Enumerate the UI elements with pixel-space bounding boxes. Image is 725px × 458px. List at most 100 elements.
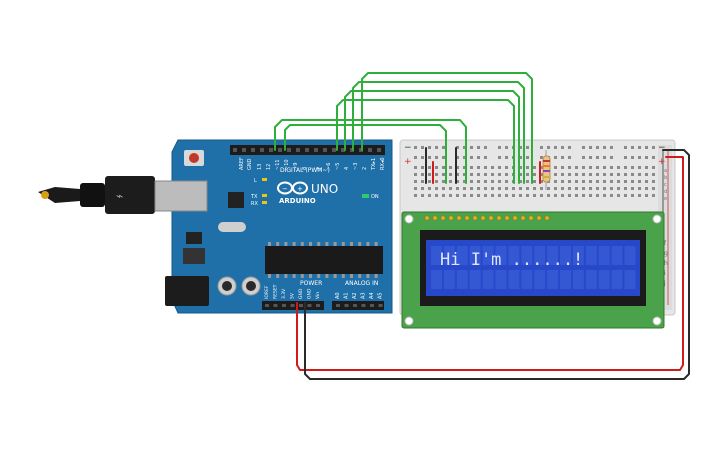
strip-hole	[456, 180, 459, 183]
strip-hole	[533, 180, 536, 183]
rail-hole	[505, 146, 508, 149]
strip-hole	[491, 194, 494, 197]
strip-hole	[575, 173, 578, 176]
strip-hole	[414, 173, 417, 176]
rail-hole	[554, 146, 557, 149]
strip-hole	[652, 166, 655, 169]
wire-red-5v	[296, 156, 684, 371]
resistor[interactable]	[542, 150, 551, 190]
row-letter: h	[664, 260, 668, 267]
digital-pin-label: 2	[362, 167, 368, 170]
lcd-cell	[624, 246, 636, 265]
header-pin	[341, 148, 345, 152]
svg-text:+: +	[297, 185, 303, 193]
strip-hole	[526, 187, 529, 190]
lcd-pin	[488, 215, 494, 221]
wire-green-pin11	[284, 124, 447, 184]
strip-hole	[568, 194, 571, 197]
strip-hole	[638, 187, 641, 190]
strip-hole	[575, 180, 578, 183]
rail-hole	[414, 146, 417, 149]
strip-hole	[617, 173, 620, 176]
chip-leg	[309, 274, 312, 278]
led-tx	[262, 194, 267, 197]
strip-hole	[617, 194, 620, 197]
wire-green-pin4	[344, 90, 520, 184]
strip-hole	[610, 180, 613, 183]
lcd-cell	[521, 246, 533, 265]
row-letter: f	[664, 240, 667, 247]
strip-hole	[631, 194, 634, 197]
strip-hole	[449, 173, 452, 176]
strip-hole	[617, 180, 620, 183]
rail-hole	[526, 146, 529, 149]
strip-hole	[435, 187, 438, 190]
strip-hole	[519, 173, 522, 176]
rail-hole	[603, 156, 606, 159]
strip-hole	[547, 194, 550, 197]
rail-hole	[456, 156, 459, 159]
digital-pin-label: ~9	[293, 163, 299, 170]
strip-hole	[561, 194, 564, 197]
power-jack[interactable]	[165, 276, 209, 306]
chip-leg	[325, 242, 329, 246]
strip-hole	[638, 194, 641, 197]
header-pin	[260, 148, 264, 152]
lcd-module[interactable]: Hi I'm ......!	[401, 211, 665, 329]
analog-pin-label: A4	[369, 292, 375, 299]
lcd-cell	[495, 270, 507, 289]
rail-hole	[652, 156, 655, 159]
wires[interactable]	[274, 72, 690, 380]
digital-pin-label: 4	[344, 167, 350, 170]
rail-hole	[484, 156, 487, 159]
lcd-cell	[443, 246, 455, 265]
chip-leg	[268, 242, 271, 246]
reset-button-cap[interactable]	[189, 153, 199, 163]
lcd-pin	[456, 215, 462, 221]
strip-hole	[435, 173, 438, 176]
chip-leg	[325, 274, 329, 278]
strip-hole	[505, 166, 508, 169]
rail-hole	[463, 146, 466, 149]
chip-leg	[366, 242, 370, 246]
strip-hole	[575, 166, 578, 169]
strip-hole	[596, 180, 599, 183]
chip-leg	[374, 274, 378, 278]
chip-leg	[358, 274, 362, 278]
strip-hole	[435, 166, 438, 169]
power-pin-label: GND	[298, 288, 304, 299]
strip-hole	[505, 187, 508, 190]
strip-hole	[645, 166, 648, 169]
usb-cable[interactable]: ⌁	[38, 176, 208, 214]
rail-hole	[652, 146, 655, 149]
strip-hole	[512, 194, 515, 197]
header-pin	[361, 304, 366, 307]
strip-hole	[582, 194, 585, 197]
rail-hole	[470, 146, 473, 149]
strip-hole	[428, 180, 431, 183]
strip-hole	[449, 166, 452, 169]
header-pin	[378, 304, 383, 307]
rail-hole	[435, 146, 438, 149]
strip-hole	[505, 180, 508, 183]
row-letter: d	[664, 189, 667, 195]
strip-hole	[442, 166, 445, 169]
strip-hole	[603, 187, 606, 190]
power-label: POWER	[300, 280, 322, 287]
strip-hole	[582, 166, 585, 169]
strip-hole	[652, 180, 655, 183]
strip-hole	[463, 173, 466, 176]
strip-hole	[631, 180, 634, 183]
rail-plus-label-right: +	[658, 157, 666, 167]
rail-hole	[554, 156, 557, 159]
lcd-pin	[440, 215, 446, 221]
rail-hole	[519, 156, 522, 159]
analog-pin-label: A2	[352, 292, 358, 299]
header-pin	[299, 304, 303, 307]
usb-plug	[105, 176, 155, 214]
rail-hole	[505, 156, 508, 159]
row-letter: a	[664, 168, 667, 174]
brand-label: ARDUINO	[279, 197, 316, 205]
strip-hole	[477, 180, 480, 183]
